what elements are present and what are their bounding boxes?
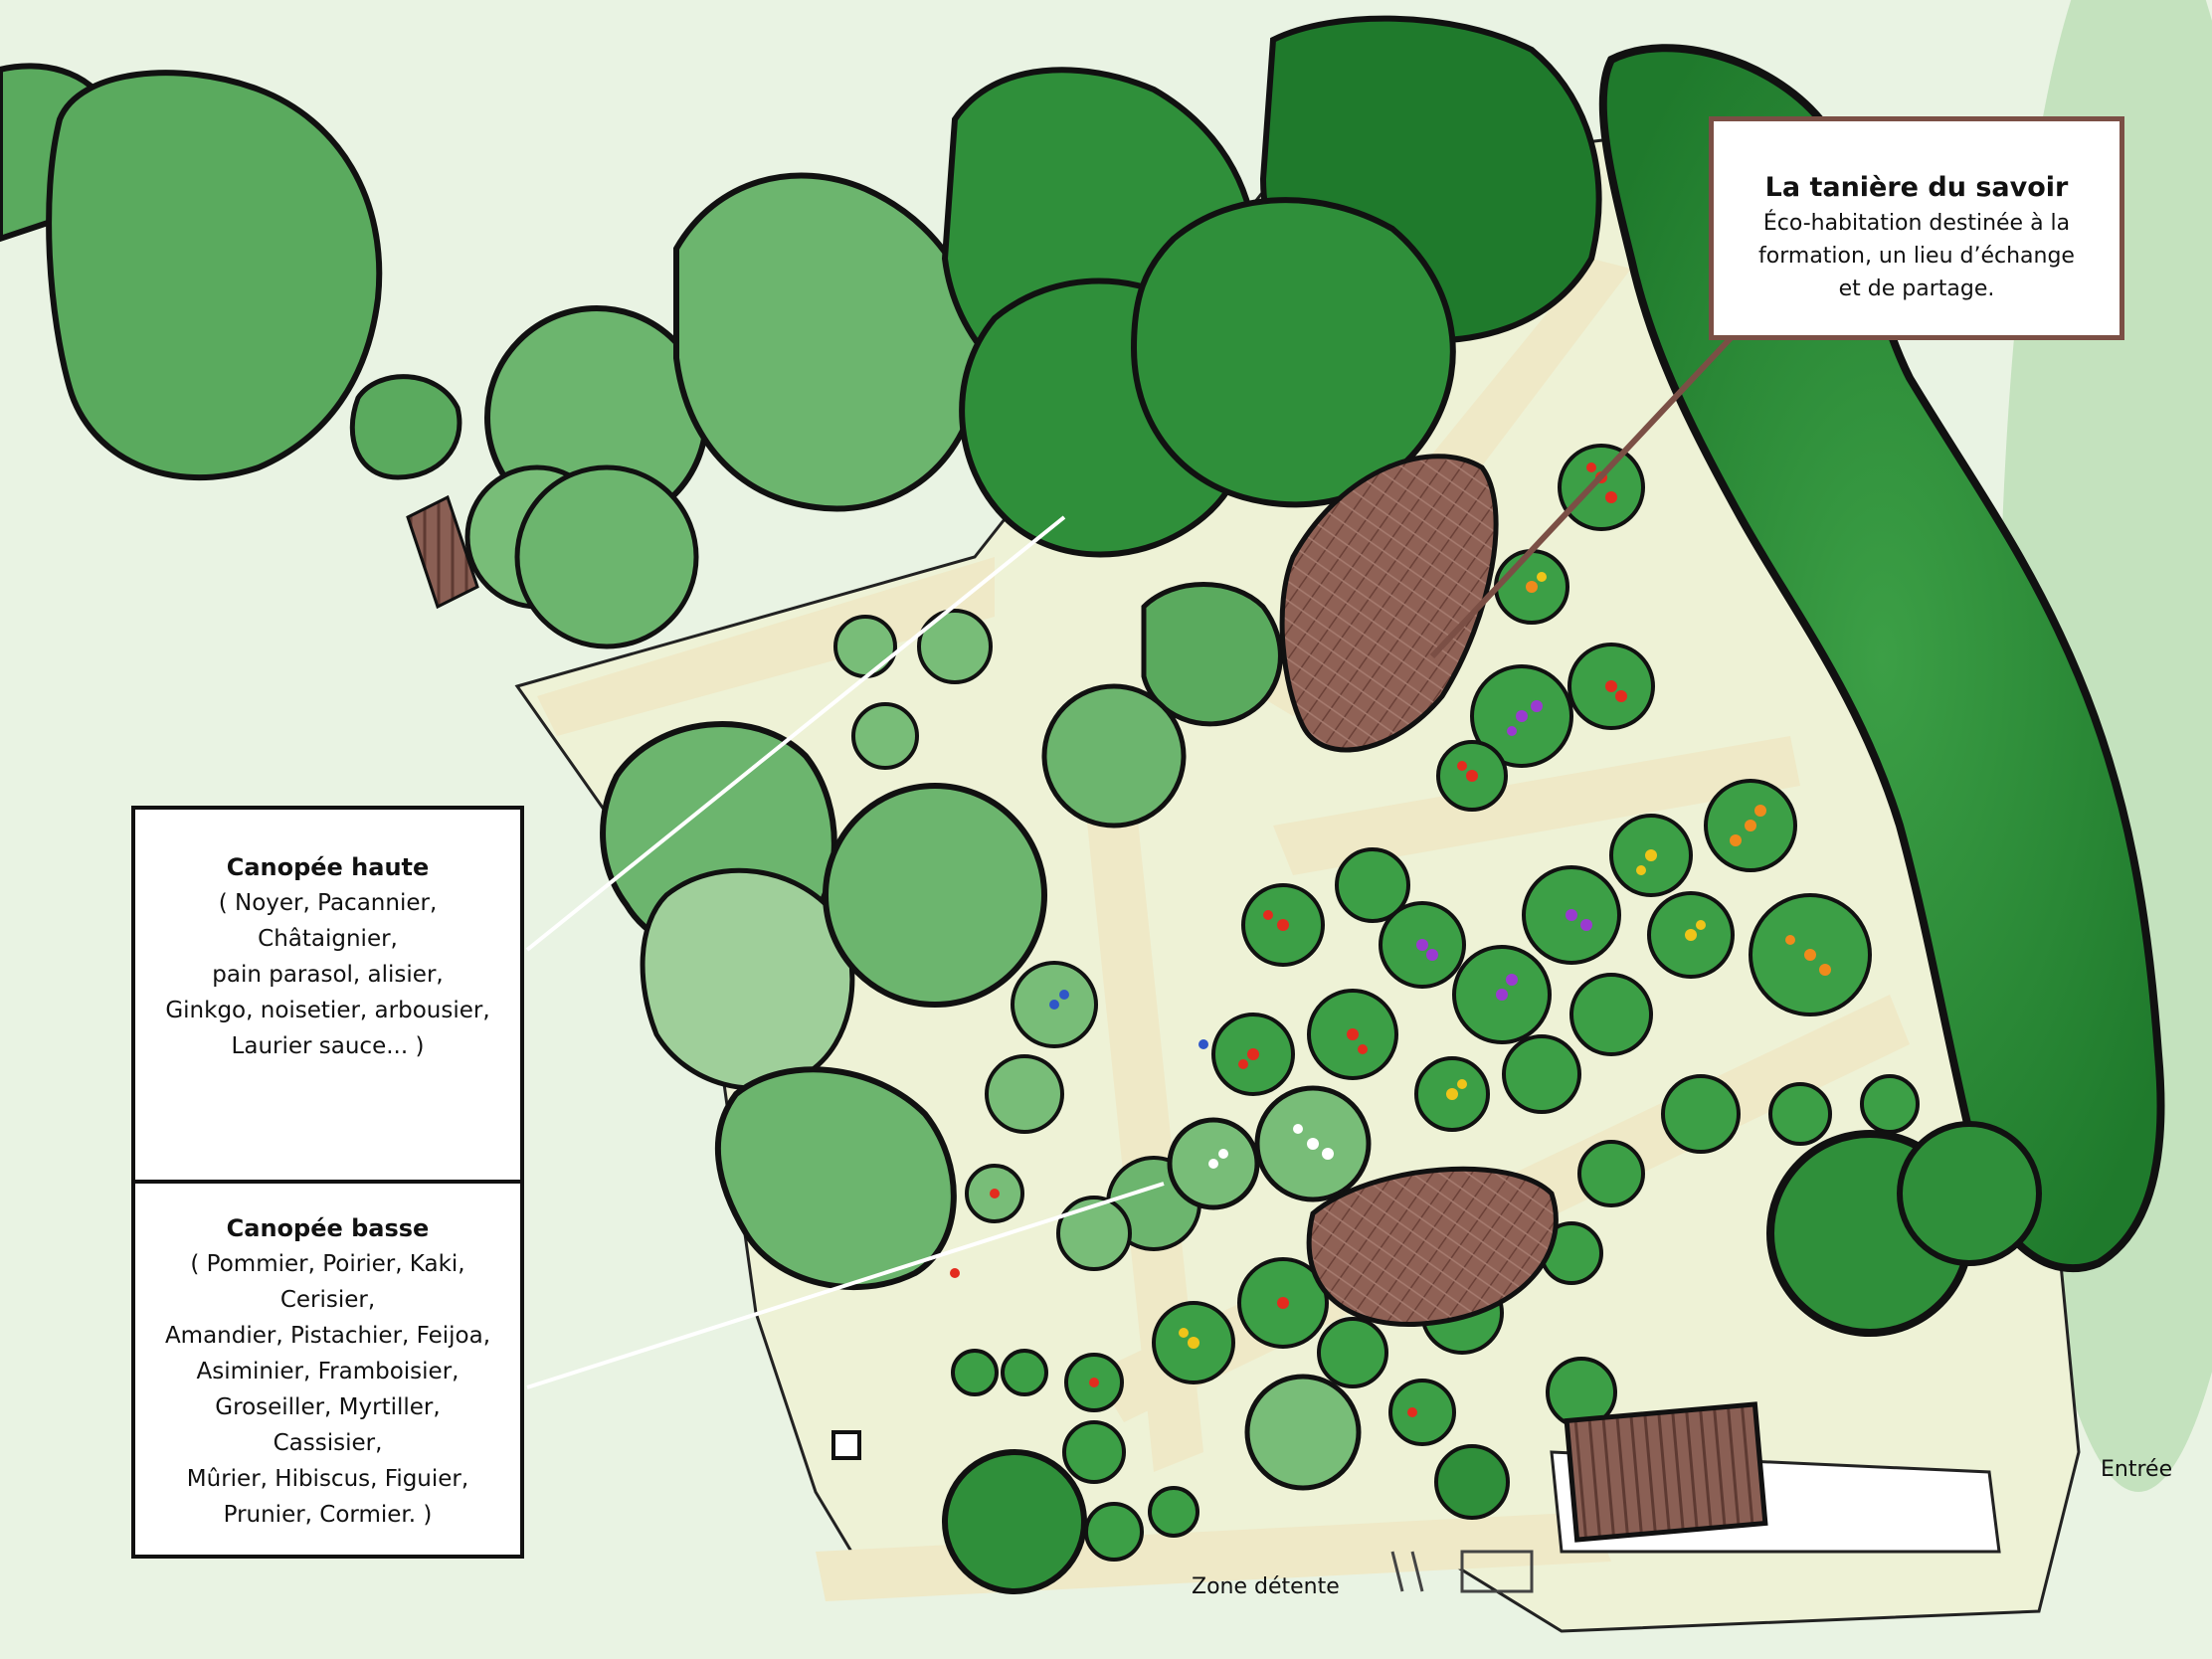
legend-divider bbox=[135, 1180, 520, 1184]
legend-low-canopy-line: Amandier, Pistachier, Feijoa, bbox=[164, 1323, 491, 1349]
legend-low-canopy-line: Prunier, Cormier. ) bbox=[223, 1502, 433, 1528]
fruit-dots bbox=[950, 462, 1831, 1417]
garden-shed bbox=[1306, 1166, 1559, 1327]
legend-low-canopy-title: Canopée basse bbox=[226, 1214, 430, 1242]
taniere-title: La tanière du savoir bbox=[1764, 172, 2069, 203]
high-canopy-trees-left bbox=[0, 15, 1602, 727]
legend-high-canopy-line: Laurier sauce... ) bbox=[231, 1033, 425, 1059]
relax-zone-label: Zone détente bbox=[1192, 1574, 1340, 1599]
entrance-building bbox=[1564, 1401, 1768, 1543]
legend-high-canopy-line: ( Noyer, Pacannier, bbox=[218, 890, 438, 916]
callout-lines bbox=[525, 335, 1734, 1389]
legend-low-canopy: Canopée basse ( Pommier, Poirier, Kaki, … bbox=[135, 1210, 520, 1533]
small-shed-left bbox=[406, 494, 479, 610]
legend-low-canopy-line: ( Pommier, Poirier, Kaki, bbox=[190, 1251, 465, 1277]
legend-low-canopy-line: Cassisier, bbox=[273, 1430, 383, 1456]
legend-high-canopy-title: Canopée haute bbox=[226, 853, 430, 881]
legend-low-canopy-line: Asiminier, Framboisier, bbox=[196, 1359, 460, 1384]
legend-high-canopy-line: Ginkgo, noisetier, arbousier, bbox=[165, 998, 490, 1023]
entrance-label: Entrée bbox=[2101, 1457, 2173, 1482]
taniere-info-box: La tanière du savoir Éco-habitation dest… bbox=[1709, 116, 2124, 340]
taniere-description-line: formation, un lieu d’échange bbox=[1758, 244, 2075, 269]
white-marker bbox=[831, 1430, 861, 1460]
legend-high-canopy-line: Châtaignier, bbox=[258, 926, 398, 952]
legend-low-canopy-line: Cerisier, bbox=[279, 1287, 376, 1313]
legend-high-canopy: Canopée haute ( Noyer, Pacannier, Châtai… bbox=[135, 849, 520, 1064]
high-canopy-trees-middle bbox=[600, 609, 1201, 1594]
taniere-du-savoir-building bbox=[1279, 454, 1499, 753]
legend-low-canopy-line: Groseiller, Myrtiller, bbox=[215, 1394, 441, 1420]
legend-low-canopy-line: Mûrier, Hibiscus, Figuier, bbox=[186, 1466, 469, 1492]
taniere-description-line: et de partage. bbox=[1838, 276, 1995, 301]
relax-zone-benches bbox=[1390, 1550, 1534, 1593]
legend-high-canopy-line: pain parasol, alisier, bbox=[212, 962, 444, 988]
taniere-description-line: Éco-habitation destinée à la bbox=[1762, 211, 2071, 236]
legend-box: Canopée haute ( Noyer, Pacannier, Châtai… bbox=[131, 806, 524, 1559]
